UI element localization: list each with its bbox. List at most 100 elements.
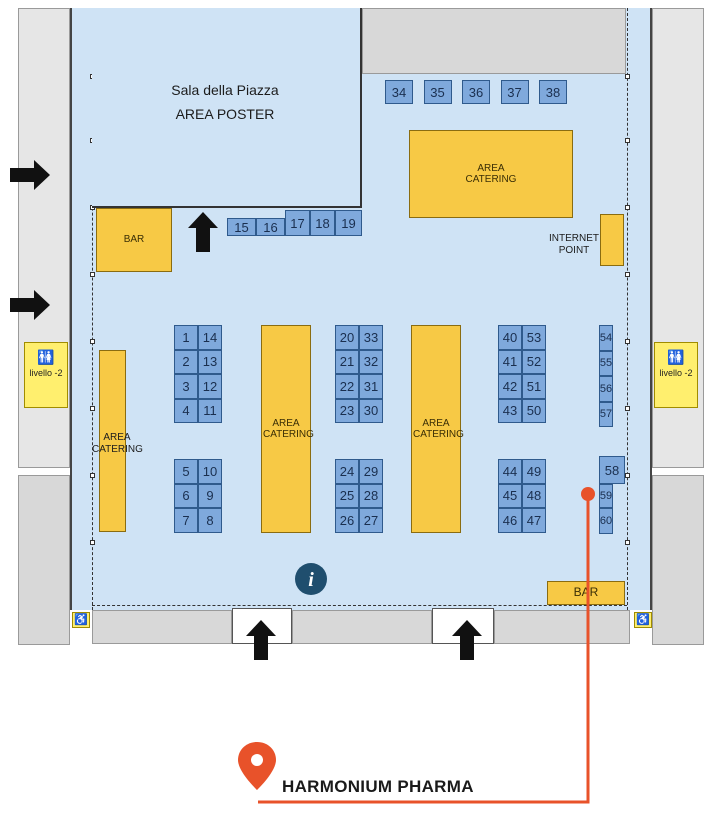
booth-15[interactable]: 15 [227, 218, 256, 236]
catering-mid-left-label: AREA CATERING [263, 417, 314, 441]
location-pin-icon [238, 742, 276, 790]
info-icon-glyph: i [308, 569, 314, 591]
column-marker [625, 540, 630, 545]
booth-40[interactable]: 40 [498, 325, 522, 350]
booth-10[interactable]: 10 [198, 459, 222, 484]
dashed-line-bottom [92, 605, 627, 606]
booth-35[interactable]: 35 [423, 80, 452, 104]
booth-18[interactable]: 18 [310, 210, 335, 236]
booth-32[interactable]: 32 [359, 349, 383, 374]
booth-56[interactable]: 56 [599, 376, 613, 402]
lift-left-label: livello -2 [29, 368, 63, 378]
booth-36[interactable]: 36 [462, 80, 490, 104]
booth-4[interactable]: 4 [174, 398, 198, 423]
catering-top-label: AREA CATERING [465, 162, 517, 186]
booth-3[interactable]: 3 [174, 374, 198, 399]
column-marker [625, 205, 630, 210]
booth-37[interactable]: 37 [500, 80, 529, 104]
booth-27[interactable]: 27 [359, 508, 383, 533]
lift-left-icon: 🚻 [37, 349, 55, 365]
column-marker [625, 406, 630, 411]
booth-54[interactable]: 54 [599, 325, 613, 351]
booth-11[interactable]: 11 [198, 398, 222, 423]
arrow-up-icon [246, 620, 276, 660]
booth-30[interactable]: 30 [359, 398, 383, 423]
column-marker [625, 339, 630, 344]
booth-14[interactable]: 14 [198, 325, 222, 350]
booth-52[interactable]: 52 [522, 349, 546, 374]
lift-right: 🚻 livello -2 [654, 342, 698, 408]
booth-28[interactable]: 28 [359, 483, 383, 508]
booth-29[interactable]: 29 [359, 459, 383, 484]
wheelchair-icon-left: ♿ [72, 612, 90, 628]
booth-34[interactable]: 34 [385, 80, 413, 104]
booth-20[interactable]: 20 [335, 325, 359, 350]
booth-19[interactable]: 19 [335, 210, 362, 236]
booth-45[interactable]: 45 [498, 483, 522, 508]
booth-60[interactable]: 60 [599, 508, 613, 534]
booth-59[interactable]: 59 [599, 484, 613, 508]
booth-17[interactable]: 17 [285, 210, 310, 236]
booth-21[interactable]: 21 [335, 349, 359, 374]
column-marker [625, 138, 630, 143]
column-marker [90, 473, 95, 478]
booth-5[interactable]: 5 [174, 459, 198, 484]
wheelchair-icon-right: ♿ [634, 612, 652, 628]
catering-mid-left: AREA CATERING [261, 325, 314, 533]
column-marker [625, 272, 630, 277]
catering-left-label: AREA CATERING [92, 432, 143, 455]
booth-44[interactable]: 44 [498, 459, 522, 484]
booth-1[interactable]: 1 [174, 325, 198, 350]
column-marker [625, 74, 630, 79]
booth-6[interactable]: 6 [174, 483, 198, 508]
bottom-corridor-right [494, 610, 630, 644]
column-marker [90, 272, 95, 277]
booth-13[interactable]: 13 [198, 349, 222, 374]
dashed-line-right [627, 8, 628, 610]
booth-57[interactable]: 57 [599, 401, 613, 427]
lift-right-label: livello -2 [659, 368, 693, 378]
booth-23[interactable]: 23 [335, 398, 359, 423]
booth-31[interactable]: 31 [359, 374, 383, 399]
booth-12[interactable]: 12 [198, 374, 222, 399]
internet-point-label: INTERNET POINT [549, 233, 599, 256]
booth-24[interactable]: 24 [335, 459, 359, 484]
bottom-corridor-left [92, 610, 232, 644]
booth-38[interactable]: 38 [539, 80, 567, 104]
bar-left: BAR [96, 208, 172, 272]
booth-33[interactable]: 33 [359, 325, 383, 350]
service-area [362, 8, 626, 74]
booth-8[interactable]: 8 [198, 508, 222, 533]
booth-26[interactable]: 26 [335, 508, 359, 533]
booth-58[interactable]: 58 [599, 456, 625, 484]
arrow-up-icon [188, 212, 218, 252]
sala-title: Sala della Piazza [171, 82, 279, 98]
left-building-bottom [18, 475, 70, 645]
info-icon [295, 563, 327, 595]
booth-50[interactable]: 50 [522, 398, 546, 423]
booth-51[interactable]: 51 [522, 374, 546, 399]
booth-55[interactable]: 55 [599, 350, 613, 376]
booth-7[interactable]: 7 [174, 508, 198, 533]
booth-25[interactable]: 25 [335, 483, 359, 508]
right-building-bottom [652, 475, 704, 645]
booth-47[interactable]: 47 [522, 508, 546, 533]
booth-2[interactable]: 2 [174, 349, 198, 374]
booth-22[interactable]: 22 [335, 374, 359, 399]
bottom-corridor-mid [292, 610, 432, 644]
booth-49[interactable]: 49 [522, 459, 546, 484]
sala-subtitle: AREA POSTER [175, 106, 275, 122]
marker-label: HARMONIUM PHARMA [282, 777, 474, 796]
marker-dot [581, 487, 595, 501]
arrow-right-icon [10, 290, 50, 320]
booth-43[interactable]: 43 [498, 398, 522, 423]
booth-46[interactable]: 46 [498, 508, 522, 533]
arrow-up-icon [452, 620, 482, 660]
booth-9[interactable]: 9 [198, 483, 222, 508]
booth-16[interactable]: 16 [256, 218, 285, 236]
booth-53[interactable]: 53 [522, 325, 546, 350]
catering-left [99, 350, 126, 532]
booth-42[interactable]: 42 [498, 374, 522, 399]
booth-41[interactable]: 41 [498, 349, 522, 374]
booth-48[interactable]: 48 [522, 483, 546, 508]
